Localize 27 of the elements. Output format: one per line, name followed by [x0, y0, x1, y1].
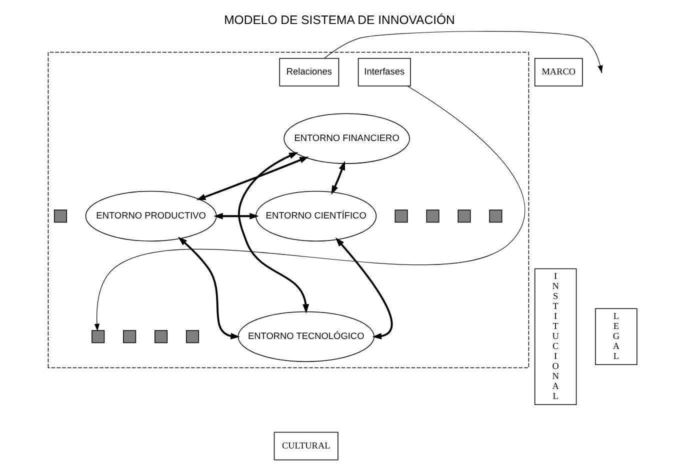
node-box: [185, 330, 199, 344]
node-box: MARCO: [534, 58, 582, 86]
diagram-title: MODELO DE SISTEMA DE INNOVACIÓN: [224, 13, 454, 28]
node-box: CULTURAL: [273, 432, 338, 460]
node-box: [122, 330, 136, 344]
node-box: INSTITUCIONAL: [534, 268, 576, 405]
cluster: [47, 52, 529, 368]
arrow: [330, 160, 344, 195]
arrow: [213, 212, 258, 220]
arrow: [238, 152, 308, 314]
node-box: [394, 210, 408, 223]
node-box: [426, 210, 439, 223]
node-box: [154, 330, 168, 344]
node-box: [488, 210, 502, 223]
node-box: LEGAL: [594, 308, 637, 366]
arrow: [196, 156, 308, 200]
node-ellipse: ENTORNO CIENTÍFICO: [255, 190, 376, 242]
node-box: Interfases: [357, 58, 410, 86]
node-box: [53, 210, 67, 223]
arrow: [177, 236, 240, 340]
arrow: [334, 238, 392, 340]
node-ellipse: ENTORNO TECNOLÓGICO: [237, 311, 374, 362]
arrow: [94, 86, 525, 332]
node-box: Relaciones: [278, 58, 339, 86]
node-box: [91, 330, 104, 344]
node-ellipse: ENTORNO PRODUCTIVO: [84, 190, 216, 242]
node-box: [457, 210, 470, 223]
